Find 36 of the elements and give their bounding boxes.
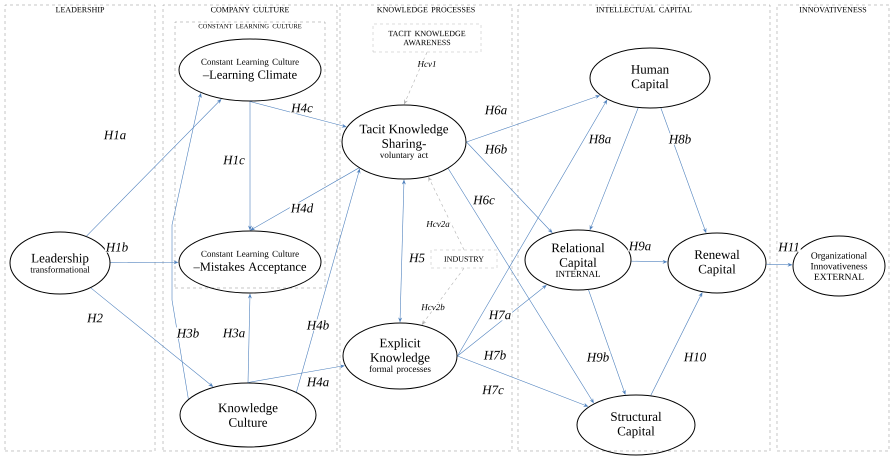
edge-label: Hcv1 <box>416 60 438 68</box>
dashed-arrow <box>422 268 464 325</box>
edge-label: H1b <box>104 241 130 253</box>
dashed-arrow <box>428 176 464 250</box>
edge-label: Hcv2a <box>425 220 451 228</box>
edge-label: H3a <box>222 328 246 338</box>
edge-label: H2 <box>86 312 104 324</box>
arrow <box>250 168 360 230</box>
edge-label: H1c <box>222 154 246 166</box>
dashed-arrow <box>404 52 428 104</box>
edge-label: H9a <box>628 240 652 252</box>
edge-label: H7a <box>488 310 512 320</box>
edge-label: H9b <box>586 351 610 363</box>
arrow <box>448 168 594 404</box>
edge-label: H7c <box>481 384 505 396</box>
edge-label: H11 <box>777 242 801 252</box>
edge-label: H7b <box>482 349 508 361</box>
edge-label: H5 <box>408 252 426 264</box>
edge-label: H1a <box>102 130 128 140</box>
edge-label: H4c <box>290 102 314 114</box>
edge-label: H6a <box>484 104 508 116</box>
edge-label: H10 <box>682 352 708 362</box>
edge-label: H4d <box>290 202 314 214</box>
variable-box: INDUSTRY <box>430 250 498 268</box>
arrow <box>90 288 214 387</box>
edge-label: H6b <box>484 143 508 155</box>
edge-label: H8b <box>668 133 692 145</box>
arrow <box>457 356 588 407</box>
edge-label: H8a <box>588 134 612 144</box>
edge-label: Hcv2b <box>420 302 446 312</box>
edge-label: H4b <box>306 319 330 331</box>
edge-label: H3b <box>176 327 200 339</box>
edge-label: H6c <box>472 194 496 206</box>
arrow <box>296 168 360 392</box>
arrow <box>457 100 608 356</box>
variable-box: TACIT KNOWLEDGE AWARENESS <box>372 24 482 52</box>
